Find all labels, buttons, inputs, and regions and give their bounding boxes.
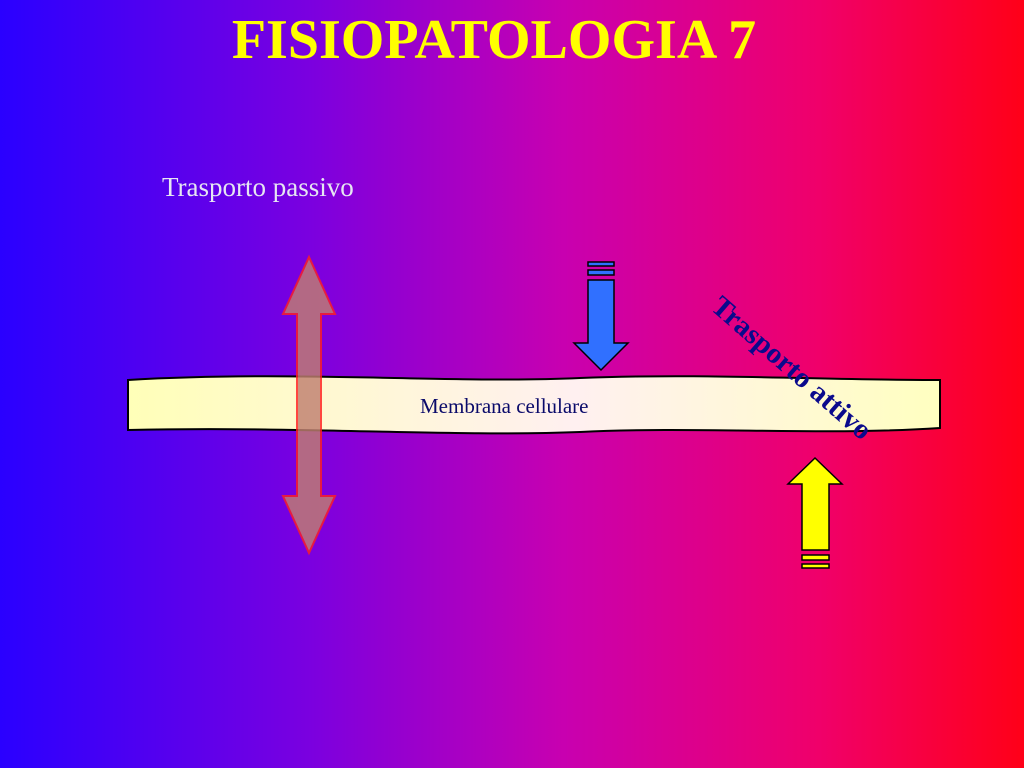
membrane-band — [127, 375, 941, 435]
down-arrow-icon — [572, 261, 630, 372]
up-arrow-icon — [786, 456, 844, 569]
slide-title: FISIOPATOLOGIA 7 — [0, 0, 1024, 76]
passive-transport-label: Trasporto passivo — [162, 172, 354, 202]
slide-title-text: FISIOPATOLOGIA 7 — [231, 9, 757, 71]
membrane-label: Membrana cellulare — [420, 394, 589, 418]
double-arrow-icon — [281, 254, 337, 556]
